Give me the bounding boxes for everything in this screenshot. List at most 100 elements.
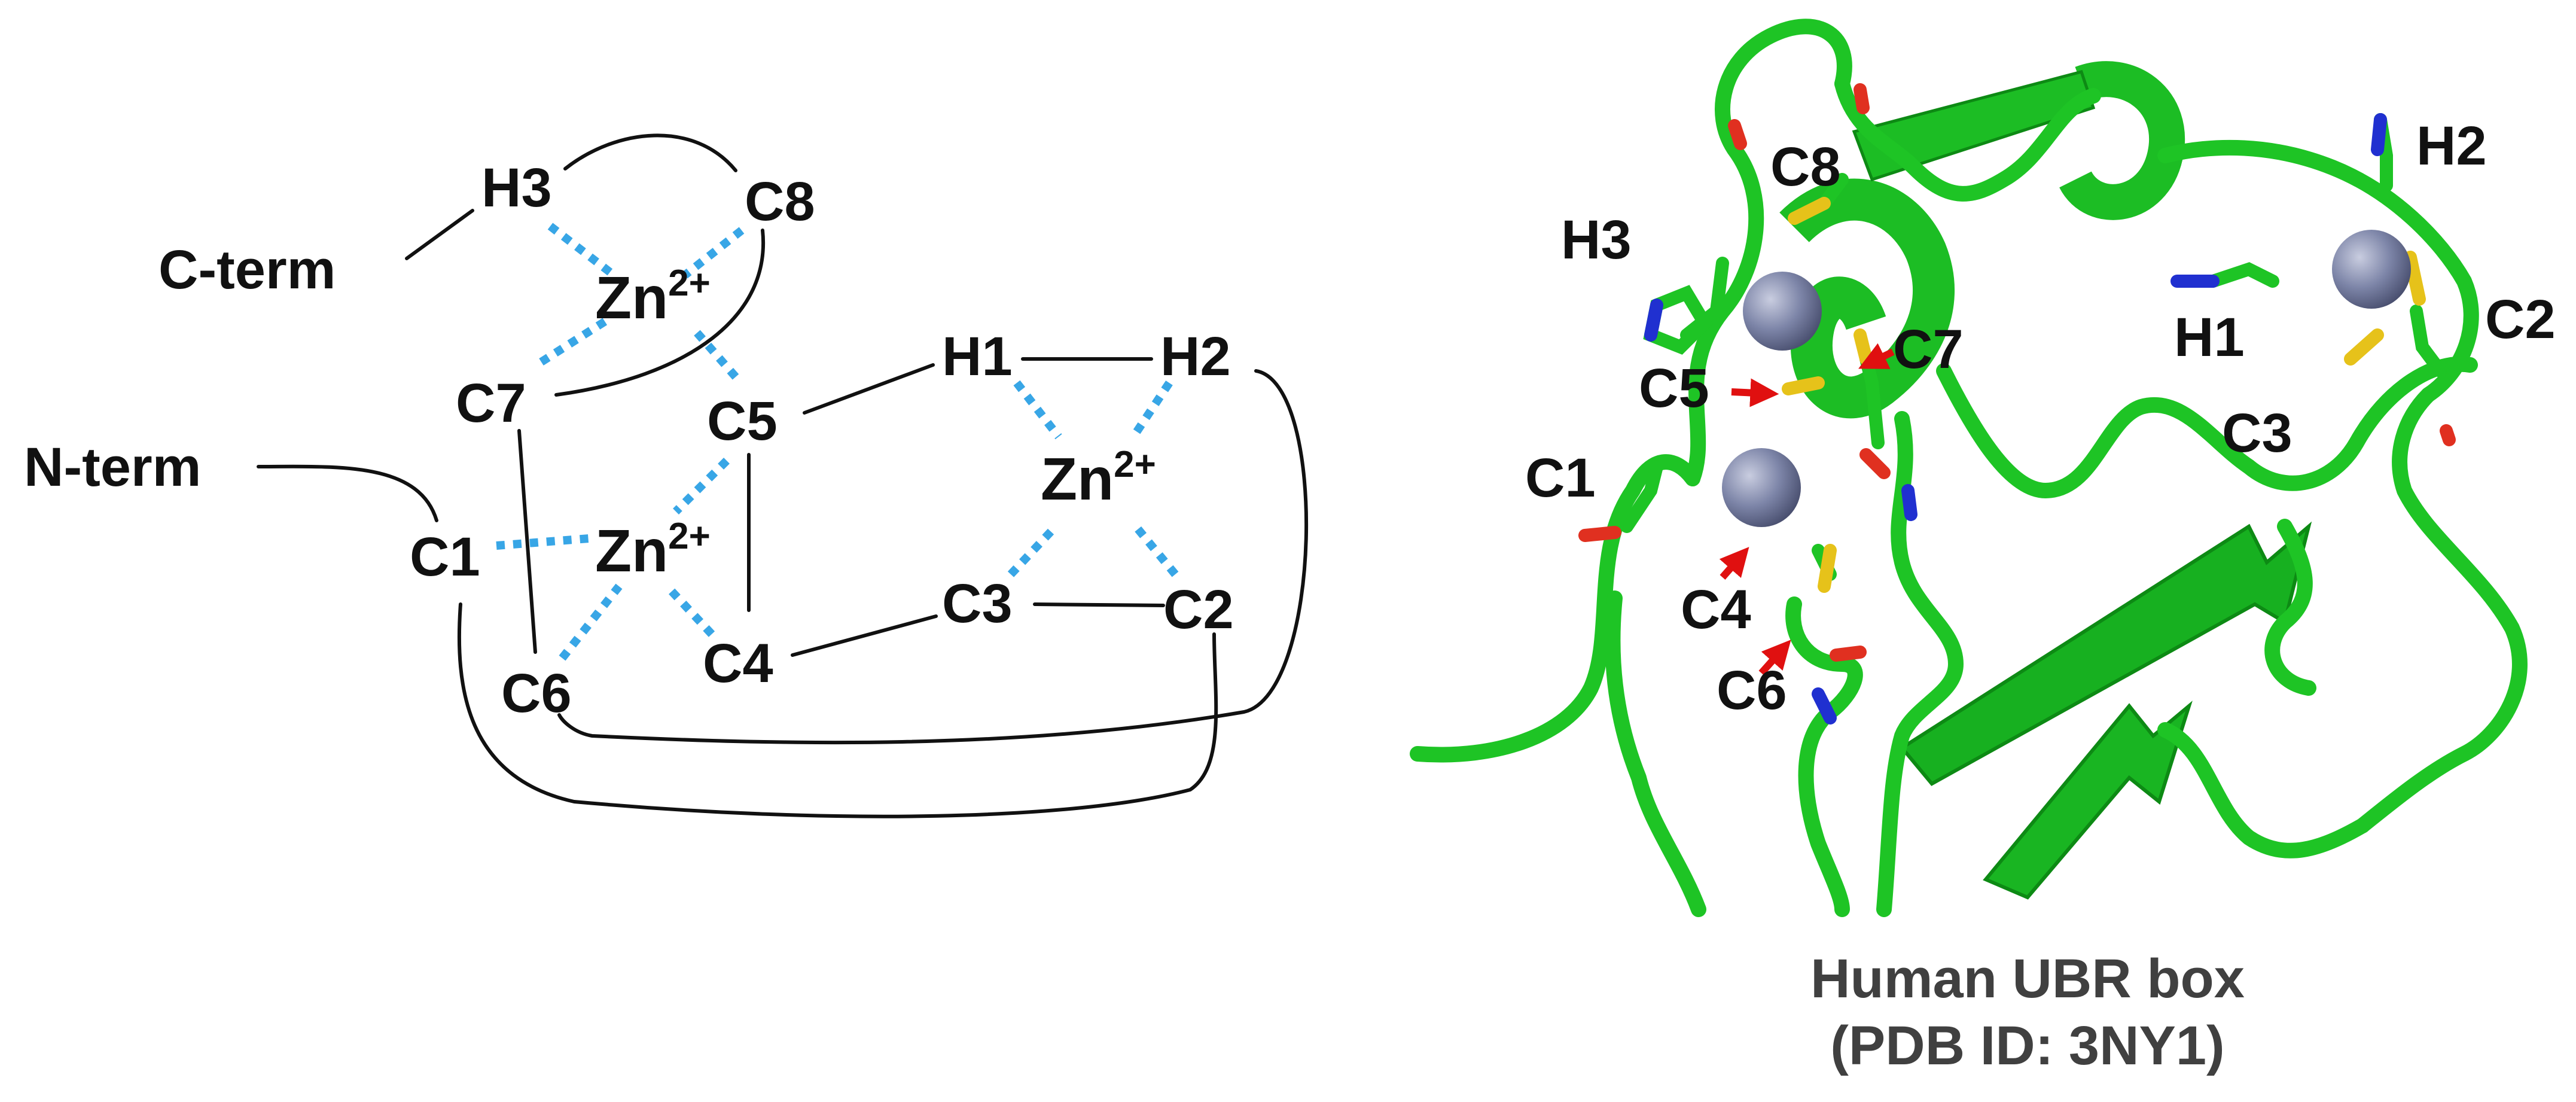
caption-title: Human UBR box [1810,948,2245,1009]
coord-c5-zn-bottom [673,458,730,515]
residue-c8: C8 [745,171,815,232]
caption-pdb-id: (PDB ID: 3NY1) [1830,1015,2225,1076]
sidechain-c2 [2410,305,2447,378]
coord-c6-zn-bottom [559,583,623,661]
structure-residue-h3: H3 [1561,209,1632,270]
structure-residue-c2: C2 [2485,289,2556,350]
coord-c3-zn-right [1007,523,1059,577]
backbone-connections [257,133,1309,818]
backbone-c3-c2 [1033,602,1165,607]
zinc-ion-label-bottom: Zn2+ [595,516,711,585]
loop-right-lower [2355,387,2528,833]
residue-h2: H2 [1160,326,1231,387]
residue-c5: C5 [707,391,778,452]
residue-c7: C7 [456,373,526,434]
backbone-c5-h1 [803,363,935,415]
structure-residue-c4: C4 [1681,579,1751,640]
pointer-arrows [1719,343,1895,675]
zinc-sphere-upper [1743,272,1822,351]
label-c-term: C-term [158,239,336,300]
loop-far-left [1605,590,1706,917]
label-n-term: N-term [24,437,201,498]
backbone-h3-c8 [563,133,737,172]
structure-residue-h1: H1 [2174,307,2245,368]
coord-c7-zn-top [539,316,609,366]
loop-middle [1936,356,2478,498]
sulfur-c2 [2404,251,2426,306]
protein-cartoon-structure: C8 H3 H2 C7 H1 C2 C5 C3 C1 C4 C6 [1410,19,2556,917]
arrow-c7 [1858,343,1895,369]
beta-strand-arrow-lower [1983,701,2193,900]
zinc-charge: 2+ [1114,444,1156,485]
nitrogen-c6 [1812,687,1837,724]
schematic-labels: C-term N-term H3 C8 C7 C5 H1 H2 C1 C6 C4… [24,157,1234,724]
loop-center-down [1876,411,1964,917]
zinc-charge: 2+ [668,263,711,304]
oxygen-right [2440,424,2456,446]
loop-right-mid [2264,519,2316,696]
imidazole-h3-n [1644,299,1663,342]
zinc-sphere-lower [1722,448,1801,527]
coordination-bonds [496,223,1179,661]
oxygen-left [1728,119,1747,150]
secondary-structure-sheets [1779,61,2312,900]
structure-residue-c5: C5 [1639,358,1709,419]
backbone-c4-c3 [791,614,938,657]
coord-c5-zn-top [690,326,739,380]
sidechain-c1 [1620,460,1663,533]
residue-c1: C1 [410,526,480,587]
structure-residue-c1: C1 [1525,448,1596,509]
nitrogen-h2 [2371,113,2387,156]
residue-c6: C6 [501,663,572,724]
backbone-h2-c6 [557,369,1309,745]
arrow-c4 [1719,547,1749,580]
loop-bottom [2157,722,2370,859]
sheet-top [1852,69,2096,182]
oxygen-top [1853,83,1870,114]
residue-c4: C4 [703,633,773,694]
arrow-c5 [1731,378,1779,407]
nitrogen-center [1901,484,1917,521]
structure-residue-c7: C7 [1893,319,1964,380]
zinc-sphere-right [2332,230,2411,309]
loop-top [1834,76,2101,202]
structure-residue-c8: C8 [1770,136,1841,197]
arrow-c6 [1758,640,1791,675]
backbone-c1-c2 [457,602,1218,818]
oxygen-c6 [1830,646,1867,662]
zinc-coordination-schematic: C-term N-term H3 C8 C7 C5 H1 H2 C1 C6 C4… [24,133,1309,818]
oxygen-c1 [1578,526,1621,542]
backbone-nterm-c1 [257,464,438,522]
sidechain-h1 [2206,262,2279,288]
structure-caption: Human UBR box (PDB ID: 3NY1) [1579,945,2476,1079]
coord-c2-zn-right [1130,520,1179,577]
zinc-symbol: Zn [595,517,668,585]
residue-h1: H1 [942,326,1013,387]
structure-labels: C8 H3 H2 C7 H1 C2 C5 C3 C1 C4 C6 [1525,115,2556,721]
coord-c8-zn-top [682,227,745,279]
backbone-c7-c6 [517,429,537,654]
coord-h3-zn-top [547,223,613,276]
structure-residue-c6: C6 [1717,660,1787,721]
sulfur-c8 [1788,197,1831,225]
sulfur-c7 [1853,328,1873,366]
coord-c1-zn-bottom [496,534,590,550]
coord-h1-zn-right [1013,380,1062,440]
residue-c2: C2 [1163,579,1234,640]
backbone-c8-c7 [554,229,766,397]
sulfur-c4 [1818,544,1837,593]
zinc-charge: 2+ [668,516,711,557]
oxygen-center [1859,448,1891,479]
structure-residue-c3: C3 [2222,403,2293,464]
loop-left-upper [1685,19,1852,486]
residue-h3: H3 [481,157,552,218]
zinc-spheres [1722,230,2411,527]
backbone-cterm-h3 [405,209,474,260]
sulfur-c5 [1782,376,1825,395]
coord-c4-zn-bottom [666,586,715,637]
zinc-ion-label-top: Zn2+ [595,263,711,331]
zinc-ion-label-right: Zn2+ [1041,444,1156,513]
structure-residue-h2: H2 [2416,115,2487,176]
residue-c3: C3 [942,573,1013,634]
